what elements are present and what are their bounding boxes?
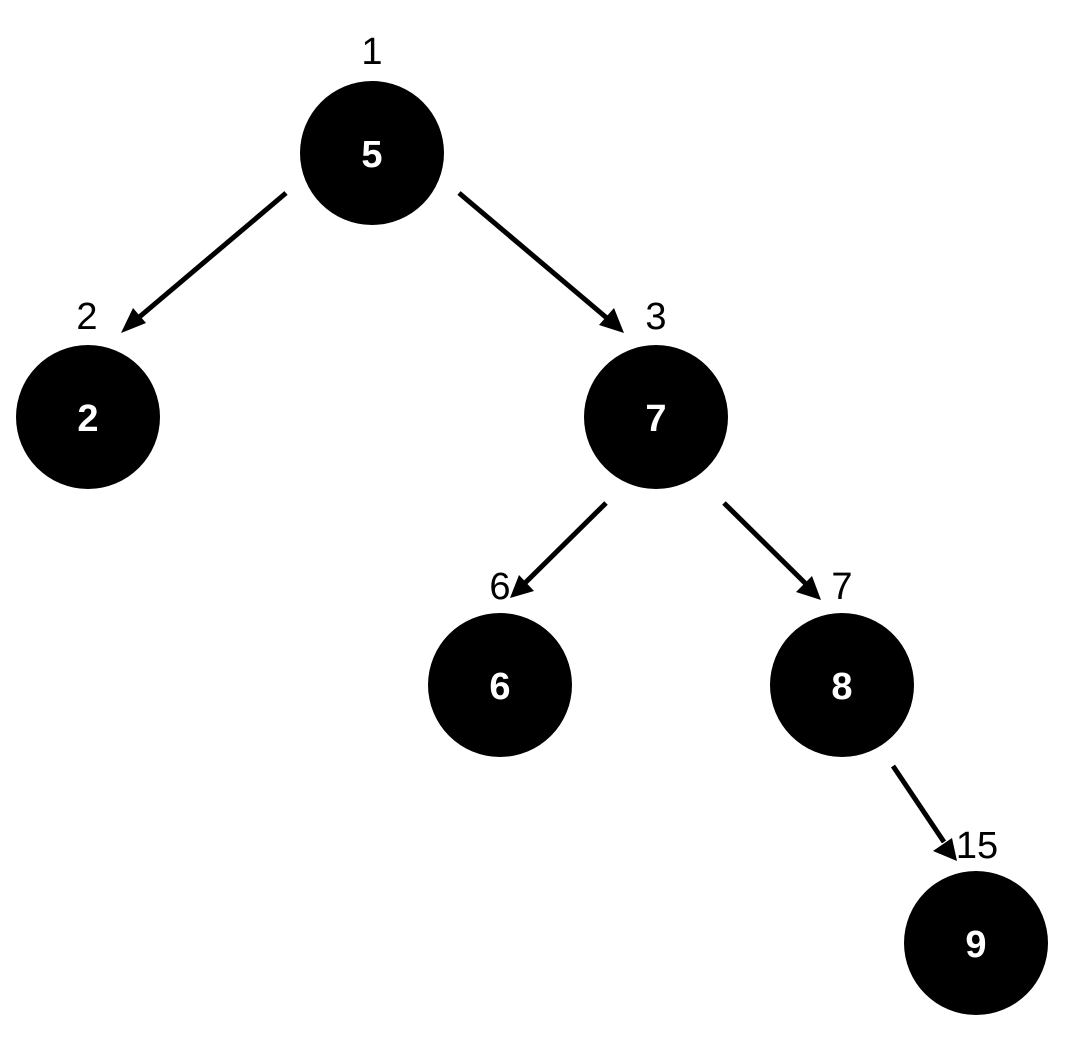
- node-value: 6: [489, 666, 510, 708]
- edge-5-to-7: [457, 191, 624, 333]
- order-label-node-9: 15: [956, 825, 998, 867]
- order-label-node-5: 1: [361, 31, 382, 73]
- tree-node-5[interactable]: 5: [300, 81, 444, 225]
- nodes: 5 2 7 6 8 9: [16, 81, 1048, 1015]
- node-value: 8: [831, 666, 852, 708]
- order-label-node-2: 2: [76, 296, 97, 338]
- tree-node-8[interactable]: 8: [770, 613, 914, 757]
- edge-7-to-8: [722, 501, 821, 600]
- node-value: 7: [645, 398, 666, 440]
- edge-8-to-9: [890, 764, 957, 861]
- node-value: 5: [361, 134, 382, 176]
- edges: [121, 191, 957, 861]
- order-labels: 1 2 3 6 7 15: [76, 31, 998, 867]
- tree-node-7[interactable]: 7: [584, 345, 728, 489]
- edge-7-to-6: [510, 501, 608, 598]
- order-label-node-8: 7: [831, 566, 852, 608]
- node-value: 2: [77, 398, 98, 440]
- order-label-node-7: 3: [645, 296, 666, 338]
- order-label-node-6: 6: [489, 566, 510, 608]
- edge-5-to-2: [121, 191, 288, 333]
- tree-node-2[interactable]: 2: [16, 345, 160, 489]
- tree-node-9[interactable]: 9: [904, 871, 1048, 1015]
- node-value: 9: [965, 924, 986, 966]
- tree-node-6[interactable]: 6: [428, 613, 572, 757]
